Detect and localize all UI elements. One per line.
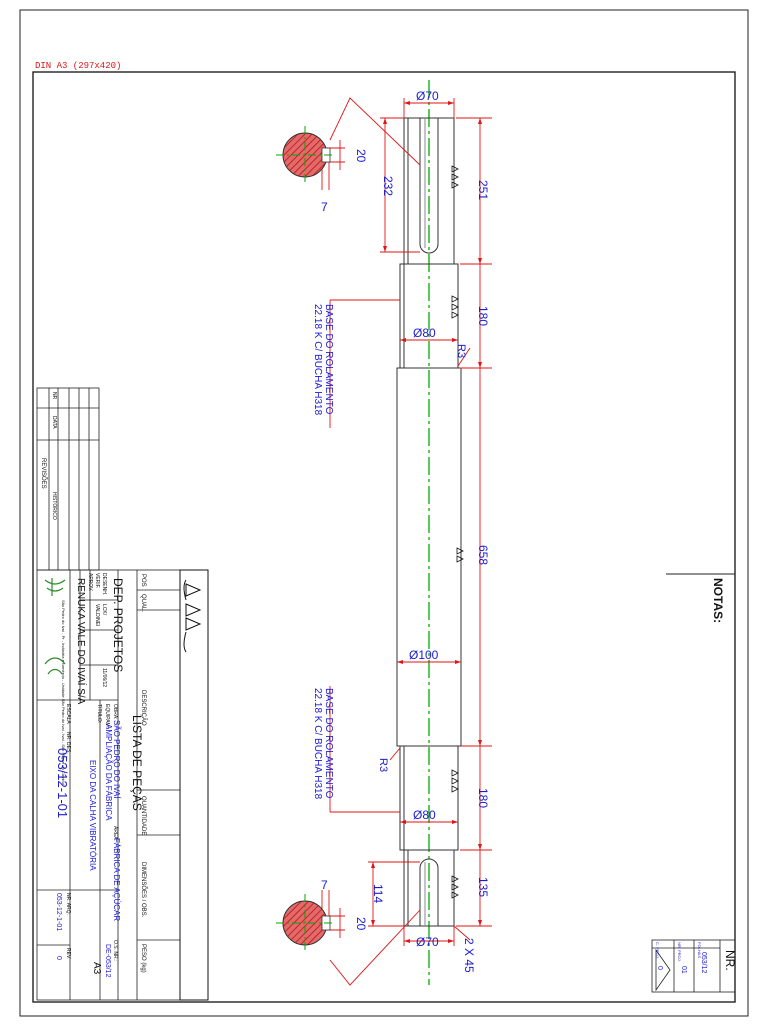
label-area: ÁREA: [112,826,119,841]
inner-border [32,71,736,1003]
equip-value: AMPLIAÇÃO DA FÁBRICA [104,724,113,821]
dim-keyway-width-bottom: 20 [354,917,368,931]
mini-box-col-1: C. PROJ. [655,942,660,959]
mini-box-col-3: FOLHAS [697,942,702,958]
revisions-col-history: HISTÓRICO [51,492,58,520]
mini-id-box [651,939,736,993]
title-block-texts: LISTA DE PEÇAS POS QUAL. DESCRIÇÃO QUANT… [44,573,147,978]
label-obra: OBRA: [112,704,118,720]
section-view-top [276,126,334,184]
verified-by: VALDINEI [94,604,100,626]
col-desc: DESCRIÇÃO [140,690,147,726]
callout-bearing-bottom-line1: BASE DO ROLAMENTO [323,688,334,799]
mini-box-val-2: 01 [680,966,687,974]
dimension-arrows [371,101,482,943]
revisions-col-nr: NR [51,392,57,400]
dim-fillet-top: R3 [455,344,467,358]
drawing-number: 053/12-1-01 [55,748,70,818]
label-os: O.S. NR.: [112,940,118,961]
col-pos: POS [140,574,146,587]
company-logo [44,578,66,675]
parts-list-title: LISTA DE PEÇAS [130,715,144,811]
mini-box-val-1: 0 [656,966,663,970]
label-scale: ESCALA [65,704,71,724]
os-value: DE-053/12 [104,944,111,978]
date-drawn: 11/06/12 [101,668,107,687]
dim-section-bottom-length: 135 [476,877,490,897]
label-verified: VERIF. [94,573,100,589]
dim-section-top-length: 251 [476,180,490,200]
dim-dia-center: Ø100 [409,648,439,662]
company-name: RENUKA VALE DO IVAÍ S/A [75,578,88,705]
label-file: NR. ARQ. [65,893,71,915]
mini-box-nr-label: NR. [723,950,737,971]
revisions-col-date: DATA [51,416,57,429]
company-subtitle: São Pedro do Ivaí - Pr - Indústria e com… [61,600,66,786]
outer-border [19,9,749,1017]
col-qty: QUAL. [140,594,146,612]
file-number: 053-12-1-01 [55,893,62,931]
dim-dia-top: Ø70 [416,89,439,103]
sheet-size: A3 [91,962,102,975]
dim-keyway-width-top: 20 [354,149,368,163]
dim-dia-bearing-top: Ø80 [413,326,436,340]
obra-value: SÃO PEDRO DO IVAÍ [112,720,121,799]
callout-bearing-bottom-line2: 22.18 K C/ BUCHA H318 [312,688,323,800]
dim-keyway-depth-top: 7 [321,200,328,214]
label-title: TÍTULO: [96,704,103,723]
callout-bearing-top-line2: 22.18 K C/ BUCHA H318 [312,304,323,416]
drawing-title: EIXO DA CALHA VIBRATÓRIA [88,760,97,871]
roughness-legend [179,569,209,1001]
sheet-format-label: DIN A3 (297x420) [35,61,121,71]
shaft-section-bottom [403,849,455,927]
label-rev: REV. [65,948,71,959]
dim-dia-bearing-bottom: Ø80 [413,808,436,822]
dimension-lines [321,97,492,986]
dim-chamfer: 2 X 45 [462,938,476,973]
title-block [36,569,181,1001]
rev-value: 0 [55,956,62,960]
dim-keyway-length-top: 232 [381,176,395,196]
dim-keyway-length-bottom: 114 [371,884,385,903]
keyway-top [419,118,439,254]
label-equip: EQUIPAM.: [104,704,110,729]
dim-bearing-length-top: 180 [476,306,490,326]
revisions-title: REVISÕES [40,458,47,489]
notes-label: NOTAS: [711,578,725,623]
callout-bearing-top-line1: BASE DO ROLAMENTO [323,304,334,415]
label-drawn: DESENH. [101,573,107,595]
section-view-bottom [276,894,334,952]
dim-dia-bottom: Ø70 [416,935,439,949]
area-value: FÁBRICA DE AÇÚCAR [112,838,121,921]
label-approved: APROV. [87,573,93,591]
dim-bearing-length-bottom: 180 [476,788,490,808]
drawn-by: LCK/ [101,604,107,616]
keyway-bottom [419,858,439,926]
revisions-block [36,387,100,571]
col-dims: DIMENSÕES / OBS. [140,862,147,918]
mini-box-val-3: 053/12 [700,952,707,974]
dim-center-length: 658 [476,545,490,565]
col-weight: PESO (kg) [140,944,146,973]
dim-keyway-depth-bottom: 7 [321,878,328,892]
label-drawing-no: NR. DES. [65,732,71,754]
dim-fillet-bottom: R3 [377,758,389,772]
department: DEP. PROJETOS [111,578,125,672]
shaft-profile [396,117,462,927]
mini-box-col-2: NR. PROJ. [677,942,682,962]
surface-finish-symbols [451,165,464,899]
col-quantity: QUANTIDADE [140,796,146,835]
